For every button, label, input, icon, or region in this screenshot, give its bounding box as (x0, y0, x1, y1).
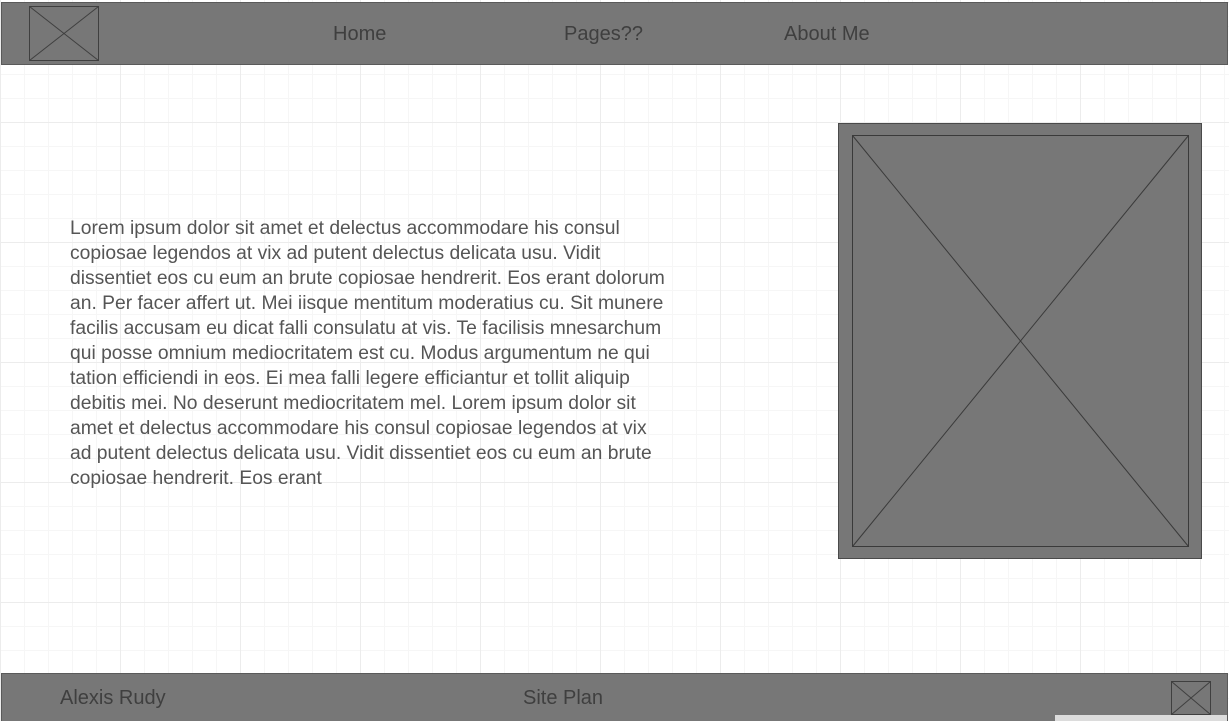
footer-author-name: Alexis Rudy (60, 687, 166, 709)
footer-bar: Alexis Rudy Site Plan (1, 673, 1228, 721)
nav-home-link[interactable]: Home (333, 23, 387, 45)
hero-image-placeholder-icon (838, 123, 1202, 559)
logo-placeholder-icon[interactable] (29, 6, 99, 61)
footer-site-plan-link[interactable]: Site Plan (523, 687, 604, 709)
body-paragraph: Lorem ipsum dolor sit amet et delectus a… (70, 218, 665, 489)
header-bar: Home Pages?? About Me (1, 2, 1228, 65)
horizontal-scrollbar[interactable] (1055, 715, 1227, 721)
nav-pages-link[interactable]: Pages?? (564, 23, 643, 45)
footer-image-placeholder-icon (1171, 681, 1211, 715)
nav-about-link[interactable]: About Me (784, 23, 870, 45)
